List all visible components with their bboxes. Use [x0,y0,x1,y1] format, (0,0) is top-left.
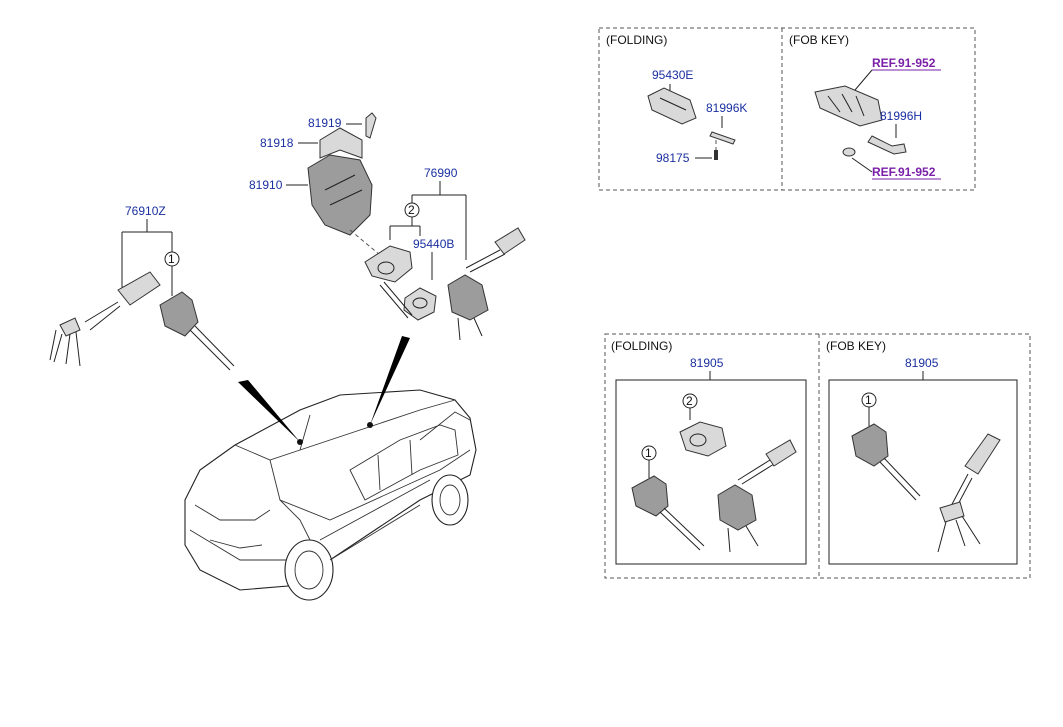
key-tag-fob [964,433,1001,475]
label-81910: 81910 [249,178,283,192]
folding-key-fob [447,274,489,321]
door-lock-cylinder [159,291,199,337]
callout-2-center: 2 [408,203,415,217]
pin-icon [714,150,718,160]
label-81996h: 81996H [880,109,922,123]
key-tag-bottom [765,439,797,467]
bolt-icon [365,112,377,139]
fob-set-box [828,379,1018,565]
label-95440b: 95440B [413,237,454,251]
pointer-wedge-right [370,336,410,425]
folding-key-bottom [717,484,757,531]
bracket-icon [319,127,363,159]
folding-set-box [615,379,807,565]
ref-link-1[interactable]: REF.91-952 [872,56,936,70]
key-blades-fob [939,501,965,523]
pointer-wedge-left [238,380,300,442]
label-76990: 76990 [424,166,458,180]
ignition-cylinder-bottom [679,421,727,457]
ignition-cylinder [364,245,413,283]
emergency-key-blade [867,135,907,155]
label-81919: 81919 [308,116,342,130]
label-81996k: 81996K [706,101,747,115]
callout-2-bottom: 2 [686,394,693,408]
door-lock-cylinder-fob [851,423,889,467]
folding-title-bottom: (FOLDING) [611,339,672,353]
label-98175: 98175 [656,151,690,165]
vehicle-illustration [184,389,477,601]
label-81905-folding: 81905 [690,356,724,370]
key-tag [117,271,161,306]
door-lock-cylinder-bottom [631,475,669,517]
key-sets-box-bottom [604,333,1031,579]
fobkey-title-top: (FOB KEY) [789,33,849,47]
ref-link-2[interactable]: REF.91-952 [872,165,936,179]
fobkey-title-bottom: (FOB KEY) [826,339,886,353]
callout-1-bottom-right: 1 [865,393,872,407]
label-76910z: 76910Z [125,204,166,218]
key-blade-icon [59,317,81,337]
battery-icon [842,147,856,157]
callout-1-bottom-left: 1 [645,446,652,460]
key-tag-center [494,227,526,255]
label-81918: 81918 [260,136,294,150]
label-95430e: 95430E [652,68,693,82]
folding-key-housing [647,87,697,125]
folding-fob-box-top [598,27,976,191]
steering-lock-body [307,154,373,236]
callout-1-left: 1 [168,252,175,266]
label-81905-fob: 81905 [905,356,939,370]
key-blade-small [709,131,736,145]
antenna-ring [403,287,437,321]
folding-title-top: (FOLDING) [606,33,667,47]
